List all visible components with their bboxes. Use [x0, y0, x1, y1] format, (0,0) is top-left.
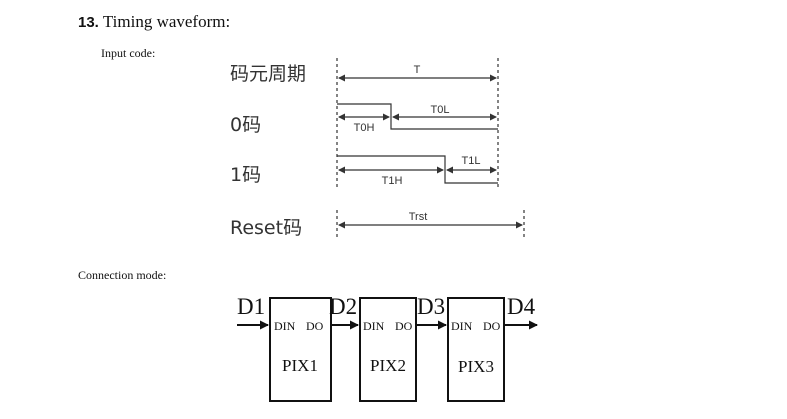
pix1-do-label: DO — [306, 319, 324, 333]
mark-T1H: T1H — [382, 175, 403, 187]
signal-d4: D4 — [507, 294, 536, 319]
connection-diagram — [237, 297, 538, 402]
row-label-symbol-period: 码元周期 — [230, 63, 307, 85]
connection-mode-label: Connection mode: — [78, 268, 167, 282]
section-number: 13. — [78, 14, 99, 31]
mark-Trst: Trst — [409, 211, 428, 223]
section-title: Timing waveform: — [102, 12, 231, 31]
signal-d2: D2 — [329, 294, 357, 319]
pix3-name: PIX3 — [458, 357, 494, 376]
signal-d3: D3 — [417, 294, 445, 319]
mark-T: T — [414, 64, 421, 76]
code0-waveform — [337, 103, 498, 130]
mark-T0L: T0L — [431, 104, 450, 116]
row-label-code-1: 1码 — [230, 164, 262, 186]
pix1-name: PIX1 — [282, 356, 318, 375]
code1-waveform — [337, 155, 498, 184]
pix2-name: PIX2 — [370, 356, 406, 375]
section-heading: 13.Timing waveform: — [78, 12, 230, 32]
pix2-din-label: DIN — [363, 319, 385, 333]
pix2-box — [359, 297, 417, 402]
mark-T1L: T1L — [462, 155, 481, 167]
pix3-box — [447, 297, 505, 402]
row-label-reset: Reset码 — [230, 217, 303, 239]
pix3-din-label: DIN — [451, 319, 473, 333]
signal-d1: D1 — [237, 294, 265, 319]
pix1-box — [269, 297, 332, 402]
timing-waveform — [336, 58, 525, 238]
pix2-do-label: DO — [395, 319, 413, 333]
input-code-label: Input code: — [101, 46, 156, 60]
pix1-din-label: DIN — [274, 319, 296, 333]
mark-T0H: T0H — [354, 122, 375, 134]
row-label-code-0: 0码 — [230, 114, 262, 136]
pix3-do-label: DO — [483, 319, 501, 333]
